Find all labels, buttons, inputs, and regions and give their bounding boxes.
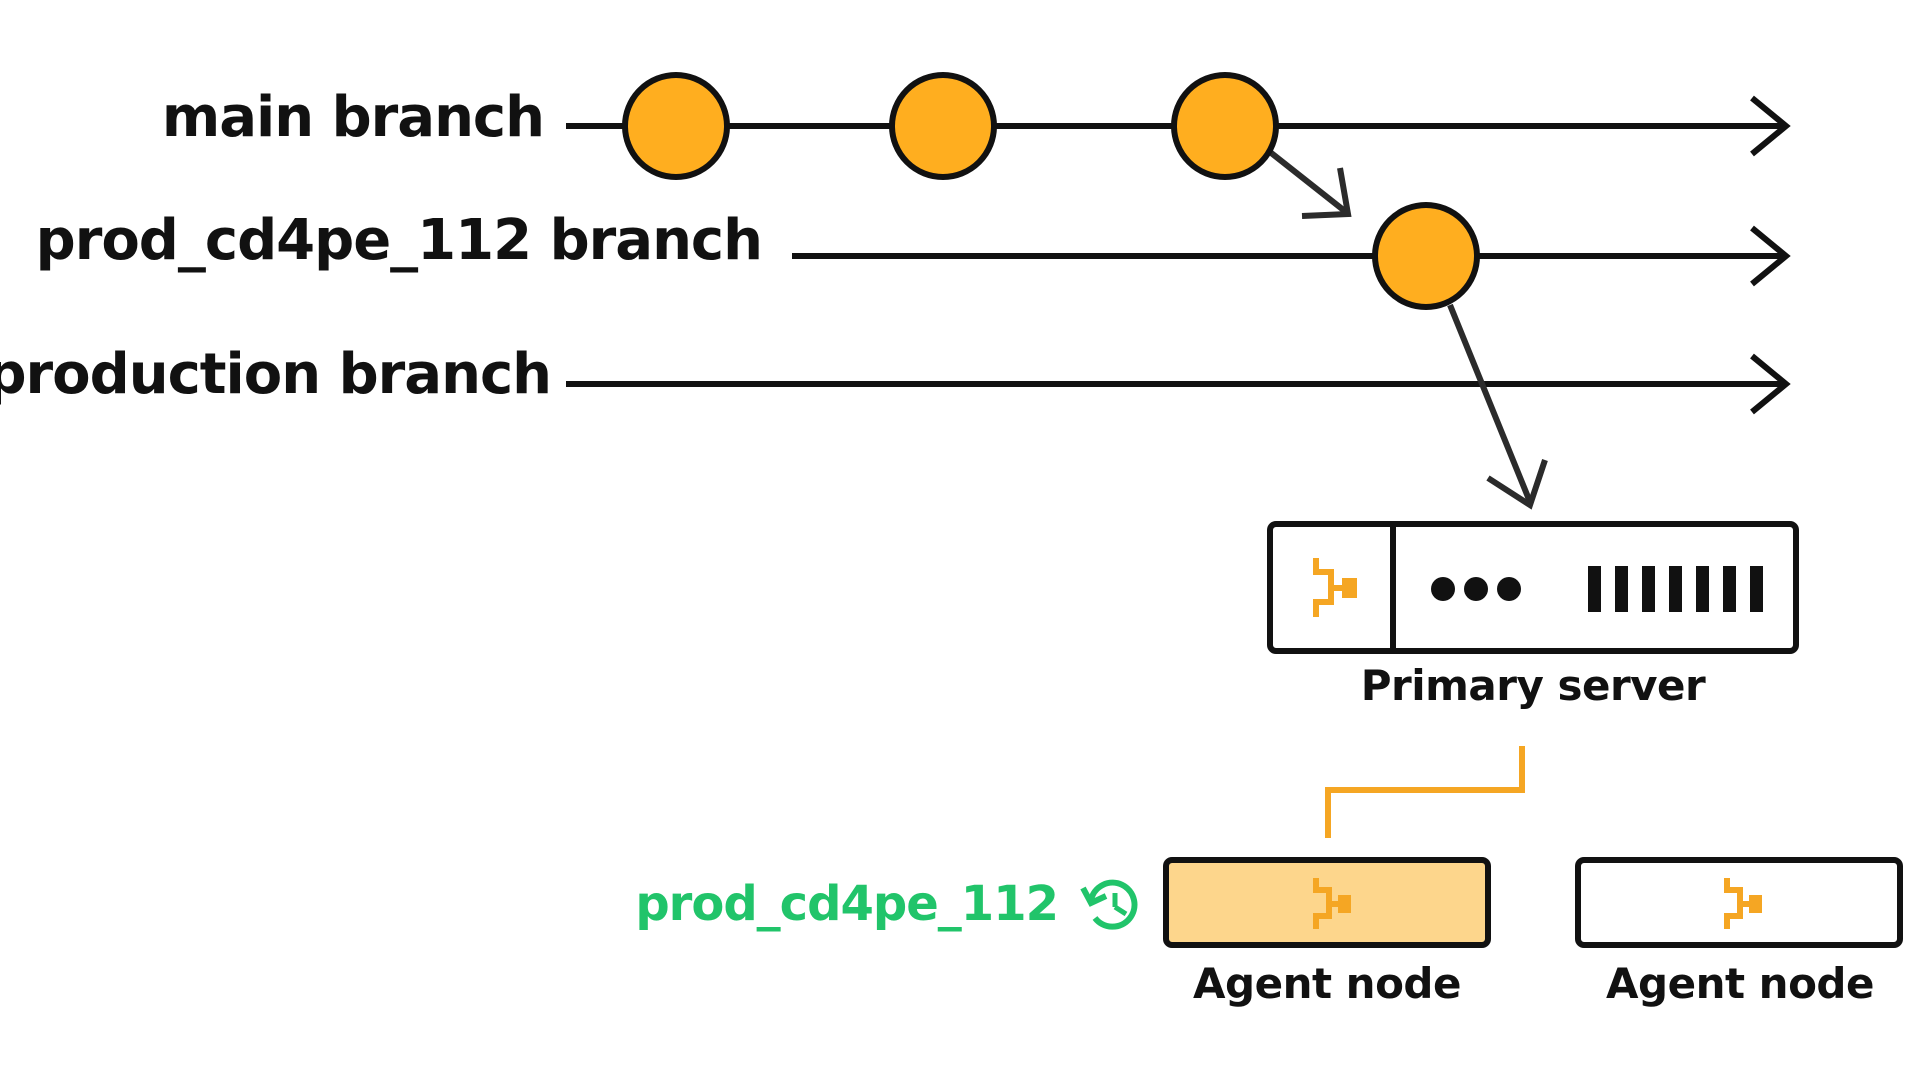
drive-bays [1588, 566, 1763, 612]
commit-main-2 [889, 72, 997, 180]
agent-node-2 [1575, 857, 1903, 948]
status-dots [1431, 577, 1521, 601]
branch-icon [1313, 878, 1351, 929]
agent-node-1 [1163, 857, 1491, 948]
agent-node-2-label: Agent node [1606, 959, 1874, 1008]
primary-server-label: Primary server [1360, 661, 1706, 710]
branch-icon [1724, 878, 1762, 929]
commit-feature-1 [1372, 202, 1480, 310]
feature-branch-label: prod_cd4pe_112 branch [35, 208, 763, 273]
commit-main-1 [622, 72, 730, 180]
feature-branch-line [792, 225, 1791, 287]
main-branch-label: main branch [161, 85, 545, 150]
sync-icon [1080, 879, 1138, 930]
branch-icon [1313, 558, 1357, 617]
deploy-arrow [1447, 303, 1548, 510]
environment-label: prod_cd4pe_112 [635, 876, 1059, 932]
primary-server [1267, 521, 1799, 654]
merge-arrow [1268, 149, 1352, 219]
production-branch-label: production branch [0, 342, 552, 407]
agent-node-1-label: Agent node [1193, 959, 1461, 1008]
commit-main-3 [1171, 72, 1279, 180]
server-agent-connector [1325, 746, 1525, 838]
production-branch-line [566, 353, 1791, 415]
